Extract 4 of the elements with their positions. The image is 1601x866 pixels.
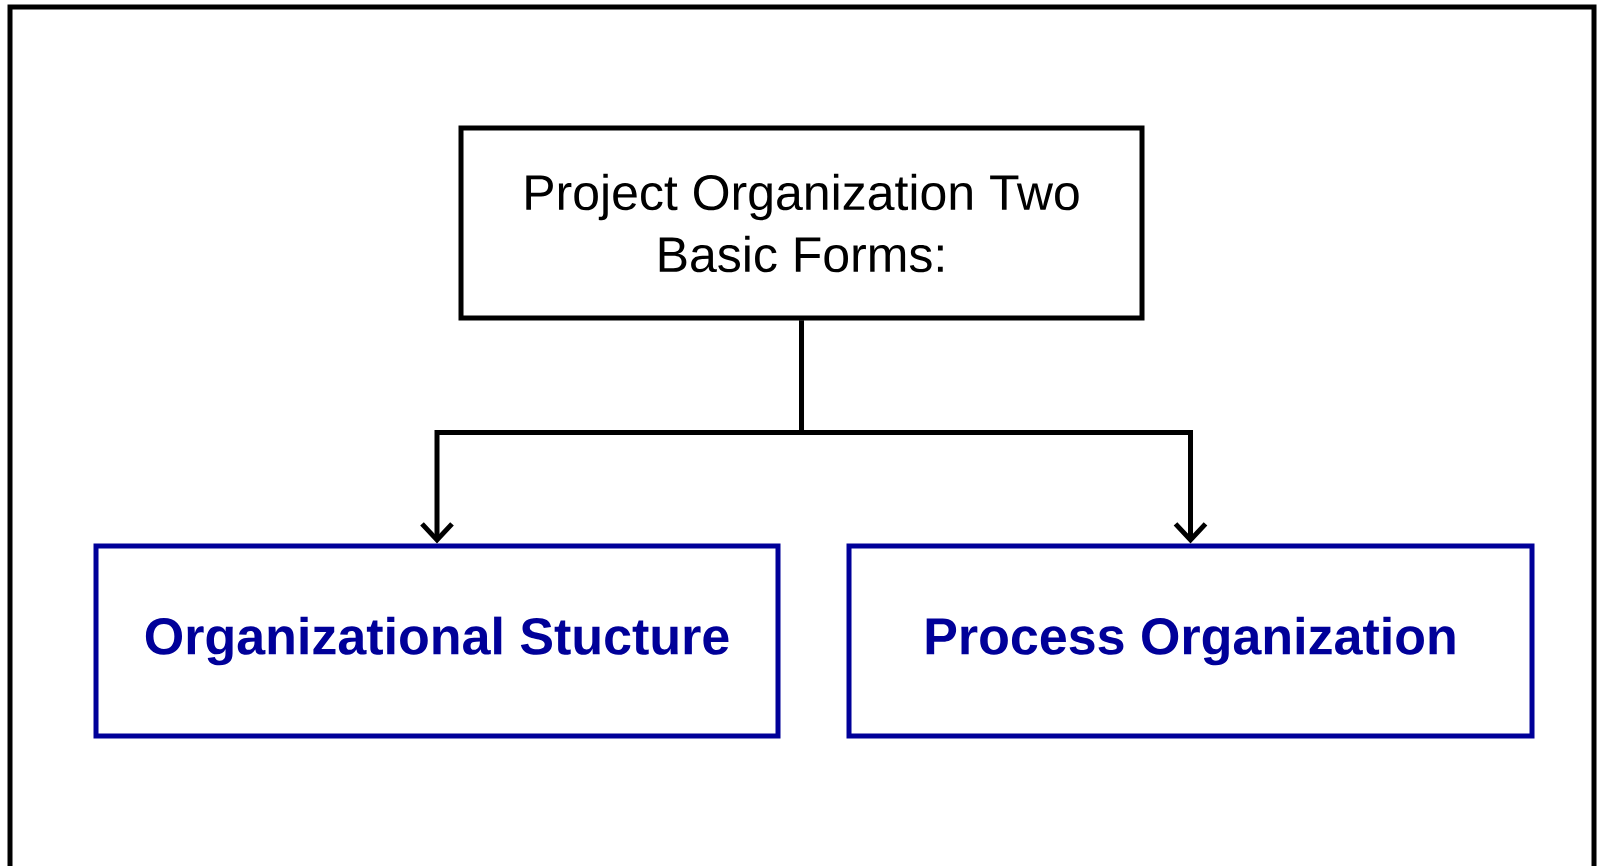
arrow (799, 320, 1208, 544)
category-box: Process Organization (846, 543, 1535, 739)
category-box: Organizational Stucture (93, 543, 781, 739)
heading-box: Project Organization Two Basic Forms: (458, 125, 1145, 321)
